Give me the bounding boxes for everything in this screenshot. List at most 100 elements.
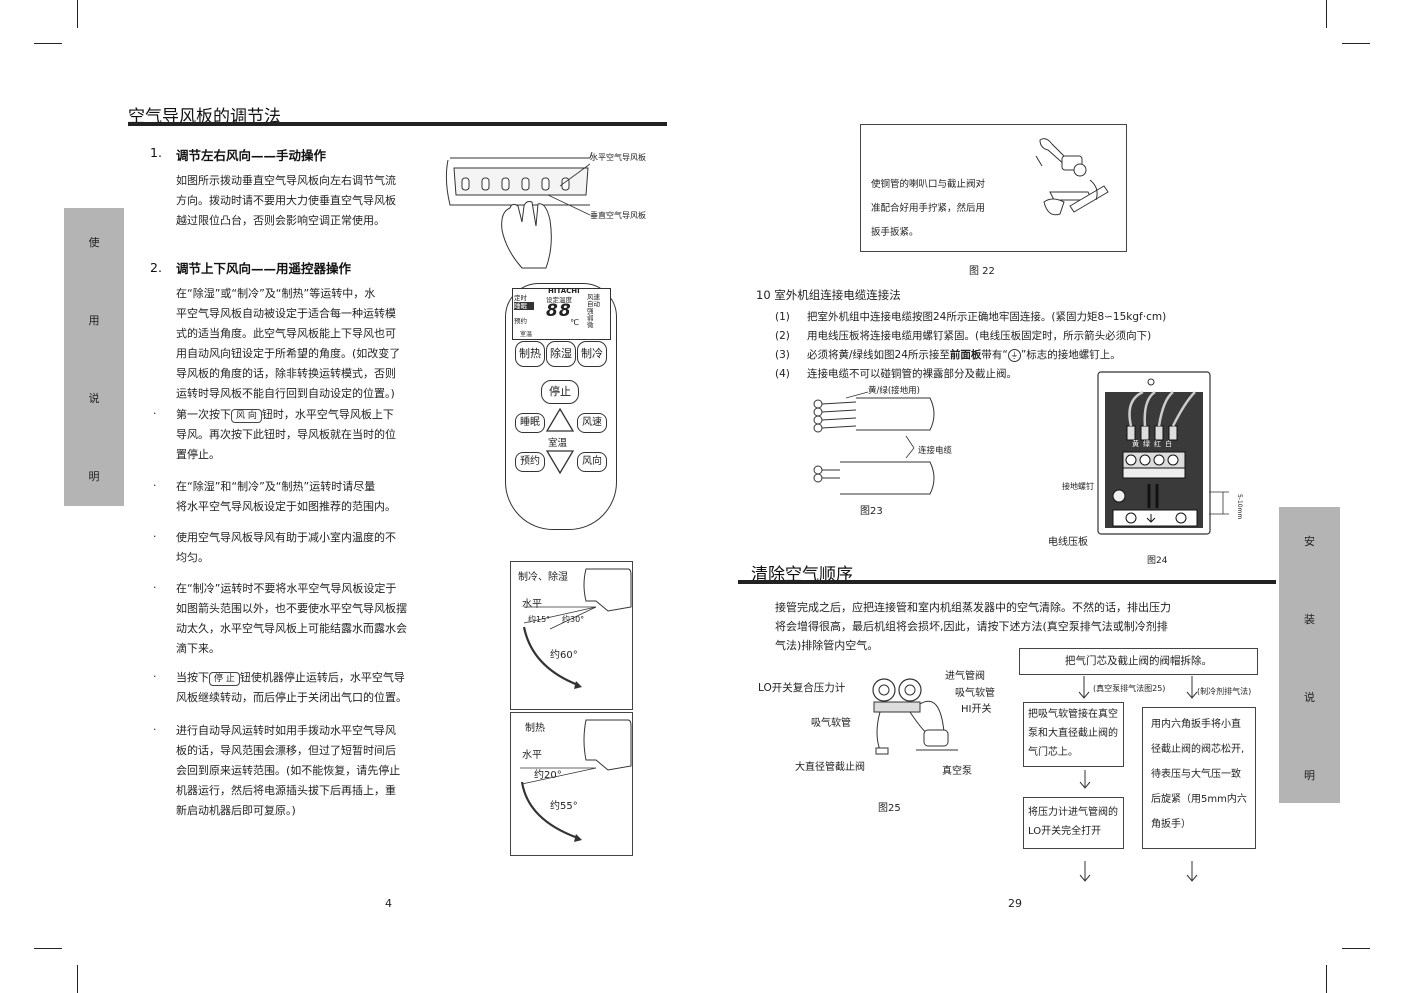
- crop-mark: [34, 948, 62, 949]
- bullet-dot: ·: [153, 581, 157, 594]
- body-line: 将水平空气导风板设定于如图推荐的范围内。: [176, 500, 396, 513]
- label-suction-hose: 吸气软管: [811, 718, 851, 729]
- figure-caption: 图24: [1147, 556, 1168, 566]
- terminal-board-illustration: [1097, 371, 1229, 535]
- item-number: (2): [775, 330, 790, 342]
- label-suction-hose: 吸气软管: [955, 688, 995, 699]
- item-bold-text: 前面板: [949, 349, 982, 361]
- body-line: 新启动机器后即可复原。): [176, 804, 296, 817]
- figure-22-text: 使铜管的喇叭口与截止阀对 准配合好用手拧紧，然后用 扳手扳紧。: [871, 173, 985, 245]
- body-line: 如图所示拨动垂直空气导风板向左右调节气流: [176, 174, 396, 187]
- body-line: 气法)排除管内空气。: [775, 639, 879, 652]
- stop-button[interactable]: 停止: [541, 380, 579, 404]
- lcd-label: 风速: [587, 293, 600, 301]
- side-tab-char: 说: [1304, 691, 1315, 704]
- crop-mark: [1326, 965, 1327, 993]
- lcd-label: 预约: [514, 317, 527, 325]
- side-tab-char: 装: [1304, 613, 1315, 626]
- room-temp-label: 室温: [548, 438, 568, 449]
- item-text: 带有“: [981, 349, 1008, 361]
- section-number: 2.: [150, 260, 162, 275]
- label-wire-clamp: 电线压板: [1048, 537, 1088, 548]
- flow-arrow-down: [1079, 861, 1091, 882]
- section-heading: 调节左右风向——手动操作: [176, 148, 327, 163]
- body-line: 机器运行，然后将电源插头拔下后再插上，重: [176, 784, 396, 797]
- flow-text-line: 角扳手）: [1151, 819, 1191, 830]
- bullet-text: 当按下: [176, 671, 209, 684]
- side-tab-char: 明: [1304, 769, 1315, 782]
- cooling-angle-drawing: [522, 568, 632, 689]
- body-line: 均匀。: [176, 551, 209, 564]
- flow-tag-refrigerant: (制冷剂排气法): [1197, 687, 1252, 696]
- figure-text-line: 扳手扳紧。: [871, 227, 919, 238]
- lcd-left-labels: 定时 睡眠 预约: [514, 294, 534, 325]
- section-heading: 10 室外机组连接电缆连接法: [756, 288, 901, 302]
- body-line: 置停止。: [176, 448, 220, 461]
- side-tab-char: 使: [88, 236, 100, 249]
- terminal-label: 白: [1165, 440, 1176, 448]
- lcd-label: 强: [587, 307, 594, 315]
- lcd-label: 定时: [514, 294, 527, 302]
- label-lo-gauge: LO开关复合压力计: [758, 682, 846, 694]
- lcd-label: 室温: [520, 331, 533, 338]
- flow-text-line: LO开关完全打开: [1028, 826, 1102, 837]
- body-line: 板的话，导风范围会漂移，但过了短暂时间后: [176, 744, 396, 757]
- diagram-title: 制冷、除湿: [518, 572, 568, 583]
- item-text: 把室外机组中连接电缆按图24所示正确地牢固连接。(紧固力矩8∽15kgf·cm): [807, 311, 1167, 323]
- flow-text-line: 待表压与大气压一致: [1151, 769, 1241, 780]
- terminal-labels: 黄绿红白: [1132, 439, 1176, 449]
- dimension-label: 5-10mm: [1236, 494, 1243, 520]
- body-line: 风板继续转动，而后停止于关闭出气口的位置。: [176, 691, 407, 704]
- fan-direction-key: 风 向: [231, 409, 262, 423]
- flow-text-line: 把吸气软管接在真空: [1028, 709, 1118, 720]
- bullet-item: 使用空气导风板导风有助于减小室内温度的不 均匀。: [176, 528, 446, 568]
- dehumidify-button[interactable]: 除湿: [546, 341, 576, 367]
- item-number: (4): [775, 368, 790, 380]
- crop-mark: [77, 0, 78, 28]
- temp-up-down-button[interactable]: [545, 407, 575, 475]
- side-tab-char: 用: [88, 314, 100, 327]
- flow-arrows: [1078, 676, 1198, 699]
- lcd-unit: ℃: [570, 318, 579, 327]
- body-line: 平空气导风板自动被设定于适合每一种运转模: [176, 307, 396, 320]
- lcd-label: 弱: [587, 314, 594, 322]
- body-line: 接管完成之后，应把连接管和室内机组蒸发器中的空气清除。不然的话，排出压力: [775, 601, 1171, 614]
- body-line: 越过限位凸台，否则会影响空调正常使用。: [176, 214, 385, 227]
- figure-22-box: [860, 124, 1127, 252]
- label-horizontal-louver: 水平空气导风板: [590, 153, 646, 162]
- section-body: 在“除湿”或“制冷”及“制热”等运转中，水 平空气导风板自动被设定于适合每一种运…: [176, 284, 446, 404]
- body-line: 在“除湿”和“制冷”及“制热”运转时请尽量: [176, 480, 376, 493]
- body-line: 动太久，水平空气导风板上可能结露水而露水会: [176, 622, 407, 635]
- body-line: 进行自动导风运转时如用手拨动水平空气导风: [176, 724, 396, 737]
- page-number: 29: [1008, 897, 1022, 910]
- terminal-label: 绿: [1143, 440, 1154, 448]
- crop-mark: [34, 43, 62, 44]
- fan-direction-button[interactable]: 风向: [577, 452, 607, 472]
- figure-caption: 图25: [878, 803, 901, 814]
- body-line: 方向。拨动时请不要用大力使垂直空气导风板: [176, 194, 396, 207]
- item-number: (3): [775, 349, 790, 361]
- page-number: 4: [385, 897, 392, 910]
- fan-speed-button[interactable]: 风速: [577, 413, 607, 433]
- body-line: 在“除湿”或“制冷”及“制热”等运转中，水: [176, 287, 376, 300]
- flow-arrow-down: [1186, 861, 1198, 882]
- crop-mark: [1342, 43, 1370, 44]
- bullet-dot: ·: [153, 670, 157, 683]
- section-10-list: (1)把室外机组中连接电缆按图24所示正确地牢固连接。(紧固力矩8∽15kgf·…: [775, 308, 1255, 384]
- body-line: 使用空气导风板导风有助于减小室内温度的不: [176, 531, 396, 544]
- body-line: 导风板的角度的话，除非转换运转模式，否则: [176, 367, 396, 380]
- figure-text-line: 准配合好用手拧紧，然后用: [871, 203, 986, 214]
- angle-label: 约30°: [562, 615, 585, 624]
- section-number: 1.: [150, 145, 162, 160]
- heat-button[interactable]: 制热: [515, 341, 545, 367]
- body-line: 如图箭头范围以外，也不要使水平空气导风板摆: [176, 602, 407, 615]
- timer-button[interactable]: 预约: [515, 452, 545, 472]
- side-tab-char: 安: [1304, 535, 1315, 548]
- flow-tag-vacuum: (真空泵排气法图25): [1093, 684, 1166, 693]
- bullet-text: 第一次按下: [176, 408, 231, 421]
- flow-text-line: 泵和大直径截止阀的: [1028, 728, 1118, 739]
- side-tab-char: 说: [88, 392, 100, 405]
- remote-lcd: [512, 288, 611, 340]
- sleep-button[interactable]: 睡眠: [515, 413, 545, 433]
- cool-button[interactable]: 制冷: [577, 341, 607, 367]
